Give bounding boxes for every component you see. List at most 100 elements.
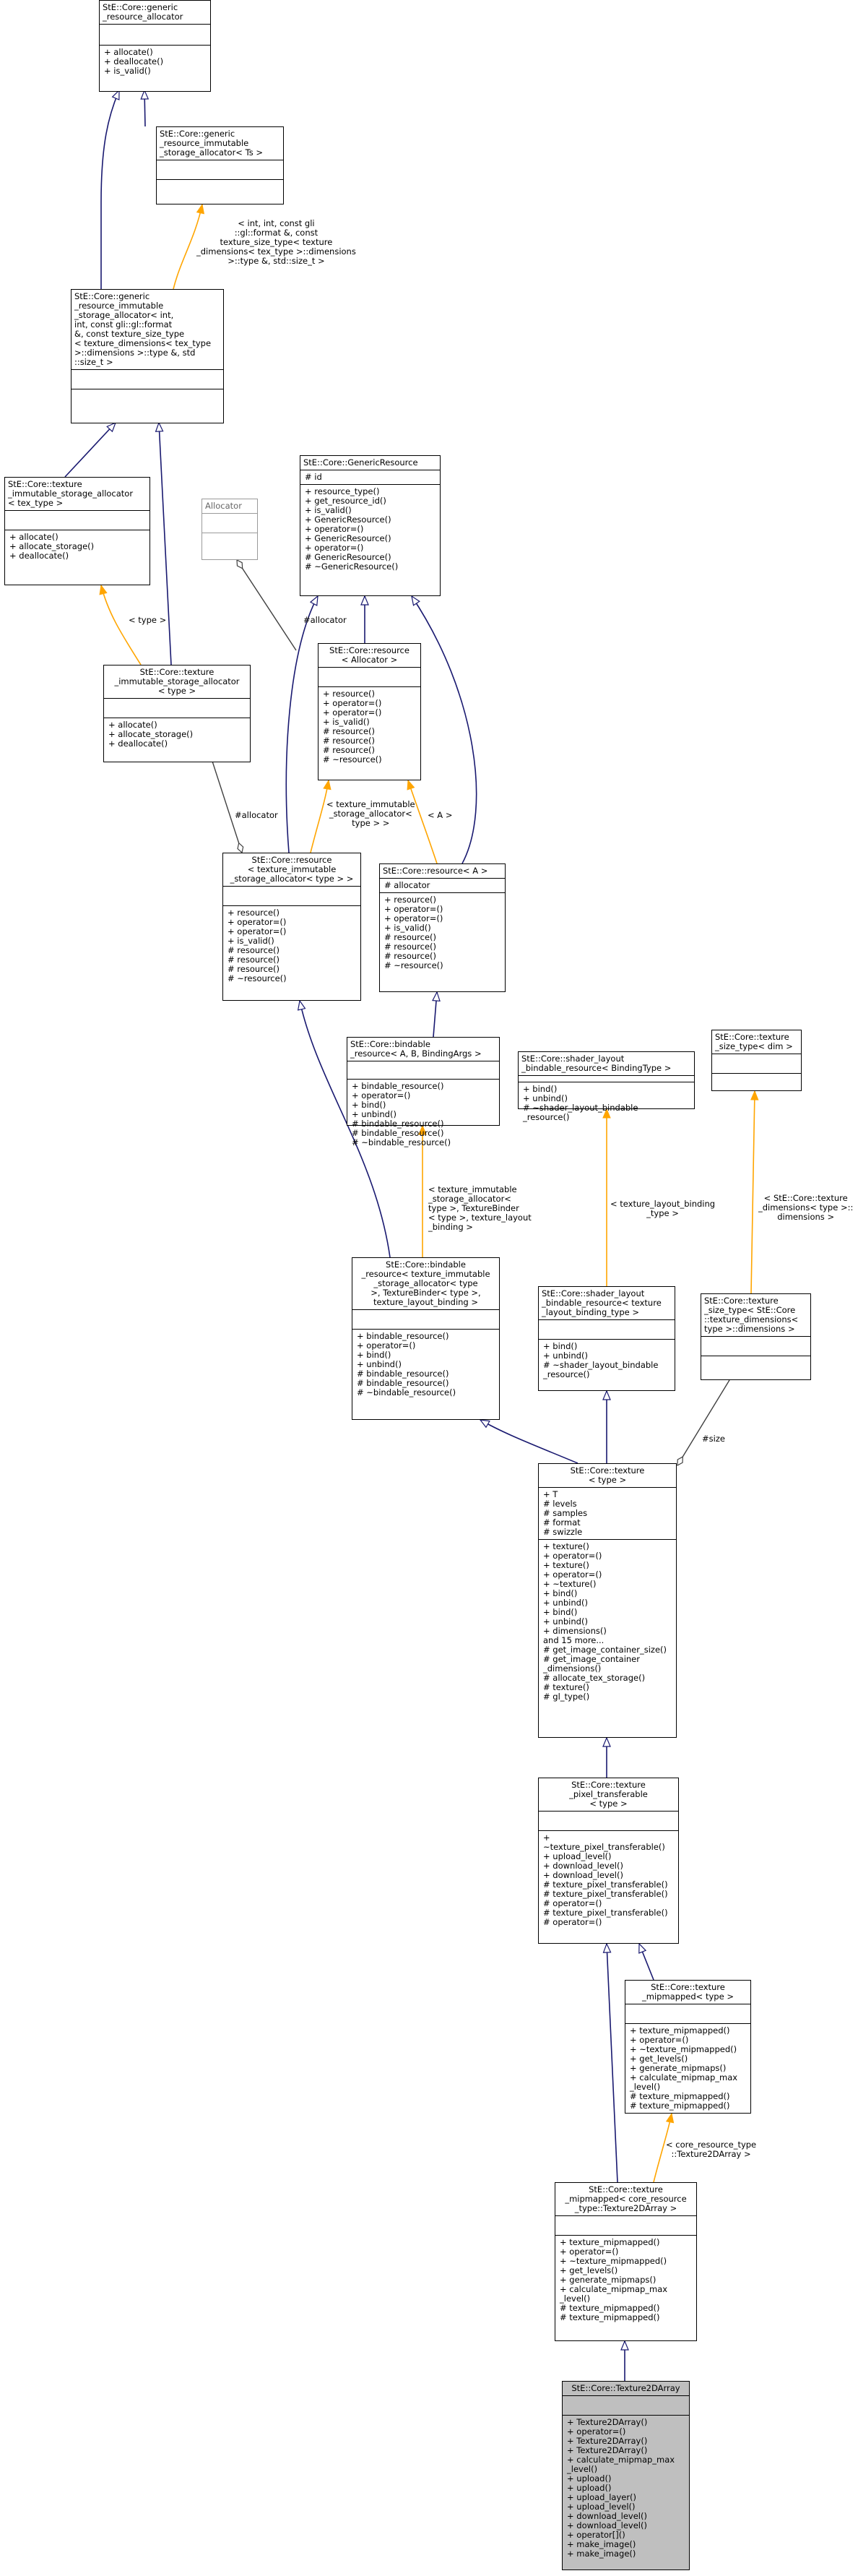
attribute-section — [5, 510, 150, 530]
method-item: + get_levels() — [560, 2265, 618, 2275]
class-node[interactable]: StE::Core::shader_layout _bindable_resou… — [538, 1286, 675, 1391]
method-item: + upload() — [567, 2473, 612, 2484]
class-title: StE::Core::shader_layout _bindable_resou… — [542, 1288, 662, 1317]
edge-inherit — [159, 423, 172, 665]
method-item: # ~bindable_resource() — [352, 1137, 451, 1147]
method-item: + calculate_mipmap_max _level() — [630, 2072, 738, 2092]
attribute-section — [318, 667, 420, 686]
method-item: + resource() — [228, 908, 280, 918]
method-item: + operator=() — [357, 1340, 416, 1351]
edge-label: < int, int, const gli ::gl::format &, co… — [196, 218, 356, 266]
class-node[interactable]: StE::Core::texture _immutable_storage_al… — [4, 477, 150, 585]
class-node[interactable]: StE::Core::texture _immutable_storage_al… — [103, 665, 251, 762]
method-item: + deallocate() — [104, 56, 164, 66]
edge-inherit — [144, 90, 145, 127]
method-item: + operator=() — [323, 698, 382, 708]
method-item: + bindable_resource() — [357, 1331, 449, 1341]
method-item: # bindable_resource() — [357, 1369, 449, 1379]
attribute-section — [347, 1061, 499, 1079]
method-item: + allocate() — [9, 532, 58, 542]
method-item: + resource() — [384, 895, 437, 905]
method-item: + is_valid() — [323, 717, 370, 727]
attribute-section — [100, 24, 210, 45]
attribute-section — [625, 2004, 750, 2023]
class-node[interactable]: StE::Core::generic _resource_allocator +… — [99, 0, 211, 92]
edge-label: < A > — [428, 810, 453, 820]
class-title: StE::Core::Texture2DArray — [571, 2383, 680, 2393]
attribute-item: # format — [543, 1517, 581, 1528]
method-item: + operator=() — [305, 524, 364, 534]
class-node[interactable]: StE::Core::texture _mipmapped< core_reso… — [555, 2182, 697, 2341]
attribute-section: # allocator — [380, 878, 505, 892]
method-item: + bindable_resource() — [352, 1081, 444, 1091]
method-item: + bind() — [352, 1100, 386, 1110]
method-item: + get_levels() — [630, 2054, 688, 2064]
class-node[interactable]: StE::Core::generic _resource_immutable _… — [71, 289, 224, 423]
method-item: + unbind() — [357, 1359, 402, 1369]
class-node[interactable]: StE::Core::shader_layout _bindable_resou… — [518, 1051, 695, 1122]
method-section: + Texture2DArray() + operator=() + Textu… — [563, 2415, 689, 2561]
attribute-section — [72, 369, 223, 389]
class-title: StE::Core::texture _immutable_storage_al… — [114, 667, 240, 696]
edge-label: < texture_immutable _storage_allocator< … — [326, 799, 415, 828]
method-item: + upload() — [567, 2483, 612, 2493]
method-item: + bind() — [357, 1350, 391, 1360]
attribute-section — [352, 1309, 499, 1329]
class-title: StE::Core::texture _immutable_storage_al… — [8, 479, 134, 508]
class-node-selected[interactable]: StE::Core::Texture2DArray + Texture2DArr… — [562, 2381, 690, 2570]
class-node[interactable]: StE::Core::texture _size_type< StE::Core… — [701, 1293, 811, 1380]
edge-inherit — [285, 596, 318, 853]
method-item: + upload_level() — [543, 1851, 612, 1861]
method-item: + unbind() — [543, 1616, 588, 1627]
edge-template — [173, 204, 202, 290]
class-node[interactable]: Allocator — [202, 499, 258, 560]
attribute-section — [157, 160, 283, 179]
edge-template — [408, 780, 438, 864]
method-item: # resource() — [384, 942, 437, 952]
method-section: + allocate() + deallocate() + is_valid() — [100, 45, 210, 78]
class-node[interactable]: StE::Core::texture _mipmapped< type > + … — [625, 1980, 751, 2114]
method-item: + unbind() — [543, 1351, 588, 1361]
method-item: + allocate_storage() — [108, 729, 194, 739]
class-node[interactable]: StE::Core::resource < texture_immutable … — [222, 853, 361, 1001]
method-item: # texture_pixel_transferable() — [543, 1908, 668, 1918]
class-node[interactable]: StE::Core::generic _resource_immutable _… — [156, 126, 284, 204]
method-item: + operator[]() — [567, 2530, 625, 2540]
class-node[interactable]: StE::Core::resource < Allocator > + reso… — [318, 643, 421, 780]
method-item: + allocate_storage() — [9, 541, 95, 551]
attribute-item: # id — [305, 472, 322, 482]
method-item: # resource() — [384, 932, 437, 942]
method-item: + is_valid() — [228, 936, 274, 946]
attribute-section — [712, 1054, 801, 1073]
class-node[interactable]: StE::Core::bindable _resource< texture_i… — [352, 1257, 500, 1420]
class-node[interactable]: StE::Core::GenericResource # id + resour… — [300, 455, 441, 596]
class-title: StE::Core::resource < Allocator > — [329, 645, 410, 665]
method-item: + ~texture() — [543, 1579, 597, 1589]
class-node[interactable]: StE::Core::bindable _resource< A, B, Bin… — [347, 1037, 500, 1147]
attribute-section — [539, 1811, 678, 1830]
method-item: + operator=() — [384, 913, 443, 923]
class-title: StE::Core::texture _pixel_transferable <… — [569, 1780, 648, 1809]
method-item: # get_image_container _dimensions() — [543, 1654, 640, 1673]
method-item: # resource() — [228, 945, 280, 955]
attribute-section: # id — [300, 470, 440, 484]
class-node[interactable]: StE::Core::texture _pixel_transferable <… — [538, 1778, 679, 1944]
method-item: + texture() — [543, 1560, 589, 1570]
method-item: + ~texture_mipmapped() — [560, 2256, 667, 2266]
method-item: + generate_mipmaps() — [560, 2275, 656, 2285]
method-item: # resource() — [228, 955, 280, 965]
method-item: # texture_mipmapped() — [560, 2303, 660, 2313]
method-section: + texture_mipmapped() + operator=() + ~t… — [555, 2235, 696, 2325]
class-node[interactable]: StE::Core::resource< A > # allocator + r… — [379, 863, 506, 992]
class-node[interactable]: StE::Core::texture _size_type< dim > — [711, 1030, 802, 1091]
method-item: # resource() — [323, 745, 376, 755]
method-item: # gl_type() — [543, 1692, 590, 1702]
method-item: + get_resource_id() — [305, 496, 386, 506]
method-item: + unbind() — [543, 1598, 588, 1608]
class-node[interactable]: StE::Core::texture < type > + T # levels… — [538, 1463, 677, 1738]
edge-template — [751, 1091, 755, 1294]
method-item: + make_image() — [567, 2549, 636, 2559]
method-item: # texture_pixel_transferable() — [543, 1879, 668, 1890]
attribute-section — [223, 886, 360, 905]
edge-label: < StE::Core::texture _dimensions< type >… — [758, 1193, 854, 1222]
